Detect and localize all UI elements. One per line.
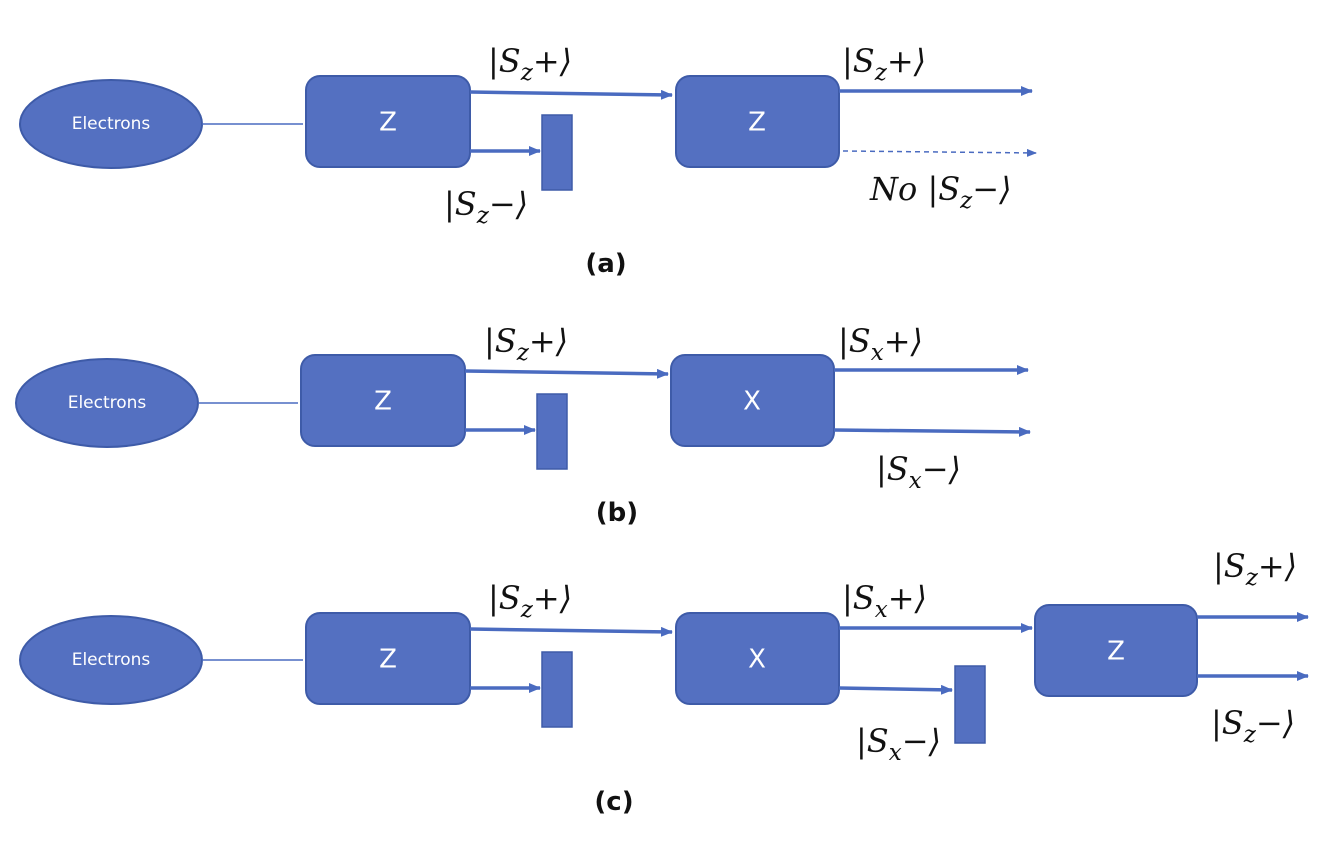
analyzer-z-1-label: Z — [374, 387, 392, 417]
panel-caption: (a) — [585, 249, 626, 279]
beam-blocker — [536, 393, 568, 470]
state-label: No |Sz−⟩ — [869, 170, 1012, 214]
analyzer-z-2-label: Z — [1107, 637, 1125, 667]
state-label: |Sz−⟩ — [444, 185, 528, 229]
state-label: |Sz+⟩ — [842, 42, 926, 86]
analyzer-z-1-label: Z — [379, 645, 397, 675]
state-label: |Sx+⟩ — [842, 579, 927, 623]
analyzer-z-2 — [1034, 604, 1198, 697]
beam-blocker — [954, 665, 986, 744]
analyzer-z-1 — [300, 354, 466, 447]
analyzer-z-1 — [305, 75, 471, 168]
state-label: |Sx−⟩ — [876, 450, 961, 494]
state-label: |Sz+⟩ — [1213, 547, 1297, 591]
beam-sx-minus — [833, 426, 1031, 437]
beam-sx-minus — [838, 684, 953, 695]
panel-caption: (b) — [596, 498, 638, 528]
state-label: |Sz−⟩ — [1211, 704, 1295, 748]
state-label: |Sx−⟩ — [856, 722, 941, 766]
analyzer-z-1 — [305, 612, 471, 705]
analyzer-z-2 — [675, 75, 840, 168]
electron-source-label: Electrons — [68, 393, 147, 413]
panel-c: Electrons Z |Sz+⟩ X |Sx+⟩ |Sx−⟩ Z |Sz+⟩ … — [19, 547, 1309, 817]
state-label: |Sz+⟩ — [484, 322, 568, 366]
analyzer-x-label: X — [748, 645, 766, 675]
beam-sz-plus-1 — [464, 368, 669, 379]
state-label: |Sz+⟩ — [488, 42, 572, 86]
beam-blocker — [541, 651, 573, 728]
analyzer-x-label: X — [743, 387, 761, 417]
analyzer-x — [675, 612, 840, 705]
analyzer-z-1-label: Z — [379, 108, 397, 138]
beam-blocker — [541, 114, 573, 191]
state-label: |Sz+⟩ — [488, 579, 572, 623]
state-label: |Sx+⟩ — [838, 322, 923, 366]
analyzer-z-2-label: Z — [748, 108, 766, 138]
panel-b: Electrons Z |Sz+⟩ X |Sx+⟩ |Sx−⟩ (b) — [15, 322, 1031, 528]
beam-sz-plus-1 — [469, 626, 673, 637]
beam-sz-minus-absent — [842, 148, 1037, 157]
electron-source-label: Electrons — [72, 114, 151, 134]
panel-caption: (c) — [594, 787, 633, 817]
panel-a: Electrons Z |Sz+⟩ |Sz−⟩ Z |Sz+⟩ No |Sz−⟩… — [19, 42, 1037, 279]
beam-sz-plus-1 — [469, 89, 673, 100]
electron-source-label: Electrons — [72, 650, 151, 670]
analyzer-x — [670, 354, 835, 447]
